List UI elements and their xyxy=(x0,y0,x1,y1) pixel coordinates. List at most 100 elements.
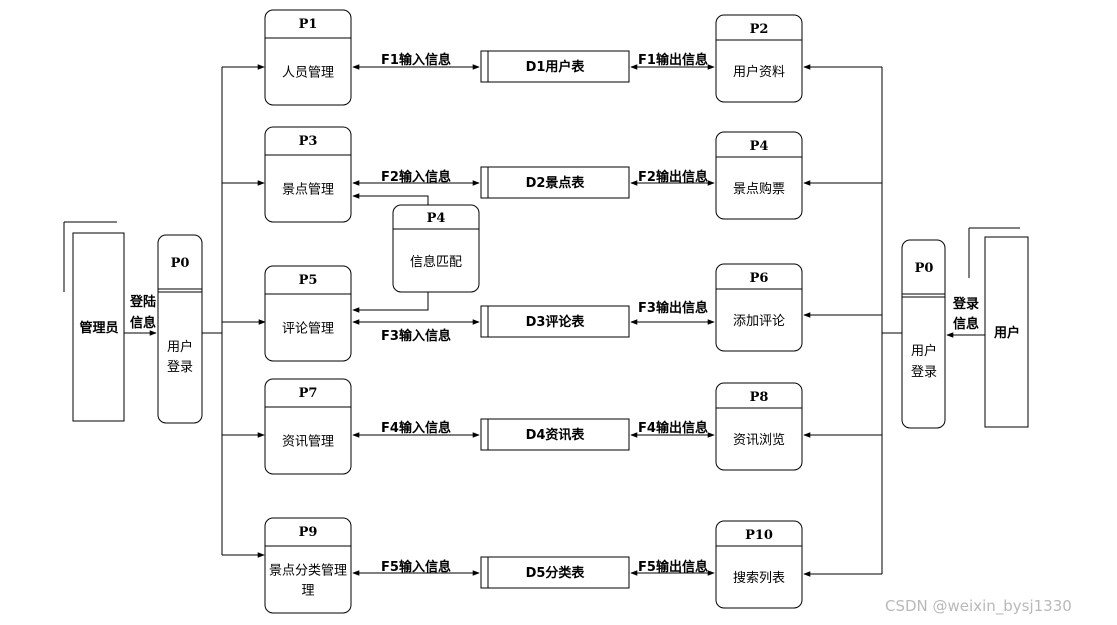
right-process-2: P4 景点购票 xyxy=(715,131,803,220)
user-entity-box xyxy=(984,236,1029,428)
process-rows: P1 人员管理 P2 用户资料 D1用户表 F1输入信息 F1输出信息 P3 景点管理 P4 景点购… xyxy=(264,9,803,614)
admin-entity-label: 管理员 xyxy=(79,320,118,336)
admin-login-flow-2: 信息 xyxy=(130,315,156,331)
right-process-4-id: P8 xyxy=(750,390,769,405)
left-process-2: P3 景点管理 xyxy=(264,126,352,223)
data-store-box xyxy=(480,50,630,83)
data-store-label: D2景点表 xyxy=(526,175,586,191)
left-process-5-name: 理 xyxy=(301,584,314,599)
right-process-5-box xyxy=(715,520,803,609)
left-process-5-name: 景点分类管理 xyxy=(269,564,347,579)
output-flow-label: F4输出信息 xyxy=(638,420,708,436)
data-store-box xyxy=(480,418,630,451)
left-process-4-box xyxy=(264,378,352,475)
right-process-4: P8 资讯浏览 xyxy=(715,382,803,471)
data-store-3: D3评论表 xyxy=(480,305,630,338)
input-flow-label: F2输入信息 xyxy=(381,169,451,185)
p0-admin-name-2: 登录 xyxy=(167,360,193,375)
data-store-1: D1用户表 xyxy=(480,50,630,83)
admin-entity-box xyxy=(72,232,125,422)
output-flow-label: F2输出信息 xyxy=(638,169,708,185)
p0-user-process: P0 用户 登录 xyxy=(901,239,946,429)
match-to-p5 xyxy=(352,292,429,313)
info-match-process: P4 信息匹配 xyxy=(392,204,480,293)
left-process-5-box xyxy=(264,517,352,614)
row-3: P5 评论管理 P6 添加评论 D3评论表 F3输入信息 F3输出信息 xyxy=(264,263,803,362)
match-to-p3 xyxy=(352,193,429,206)
left-process-4-name: 资讯管理 xyxy=(282,435,334,450)
p0-user-id: P0 xyxy=(915,261,934,276)
left-process-2-name: 景点管理 xyxy=(282,183,334,198)
left-process-3: P5 评论管理 xyxy=(264,265,352,362)
data-store-label: D4资讯表 xyxy=(526,427,586,443)
right-process-1: P2 用户资料 xyxy=(715,14,803,103)
right-process-5-id: P10 xyxy=(745,528,773,543)
right-process-3: P6 添加评论 xyxy=(715,263,803,352)
user-entity-label: 用户 xyxy=(993,325,1020,341)
data-store-4: D4资讯表 xyxy=(480,418,630,451)
data-store-box xyxy=(480,305,630,338)
p0-user-box xyxy=(901,239,946,429)
csdn-watermark: CSDN @weixin_bysj1330 xyxy=(885,597,1072,616)
left-process-3-id: P5 xyxy=(299,273,318,288)
p0-user-name-1: 用户 xyxy=(911,343,937,359)
left-process-3-box xyxy=(264,265,352,362)
input-flow-label: F5输入信息 xyxy=(381,559,451,575)
left-process-3-name: 评论管理 xyxy=(282,322,334,337)
right-process-1-box xyxy=(715,14,803,103)
left-process-4-id: P7 xyxy=(299,386,318,401)
p0-admin-process: P0 用户 登录 xyxy=(157,234,203,424)
right-process-1-name: 用户资料 xyxy=(733,64,785,80)
input-flow-label: F3输入信息 xyxy=(381,328,451,344)
user-entity: 用户 xyxy=(968,227,1029,428)
output-flow-label: F3输出信息 xyxy=(638,300,708,316)
right-process-1-id: P2 xyxy=(750,22,769,37)
input-flow-label: F1输入信息 xyxy=(381,52,451,68)
info-match-name: 信息匹配 xyxy=(410,254,462,270)
data-store-label: D1用户表 xyxy=(526,59,586,75)
left-process-5-id: P9 xyxy=(299,525,318,540)
left-process-1-box xyxy=(264,9,352,106)
data-store-2: D2景点表 xyxy=(480,166,630,199)
user-login-flow-2: 信息 xyxy=(953,316,979,332)
data-store-label: D5分类表 xyxy=(526,565,586,581)
admin-entity: 管理员 xyxy=(63,221,125,422)
output-flow-label: F1输出信息 xyxy=(638,52,708,68)
left-process-1-name: 人员管理 xyxy=(282,66,334,81)
p0-admin-id: P0 xyxy=(171,256,190,271)
row-1: P1 人员管理 P2 用户资料 D1用户表 F1输入信息 F1输出信息 xyxy=(264,9,803,106)
info-match-box xyxy=(392,204,480,293)
connector-lines xyxy=(124,64,985,577)
right-process-3-name: 添加评论 xyxy=(733,314,785,329)
data-store-box xyxy=(480,556,630,589)
left-process-4: P7 资讯管理 xyxy=(264,378,352,475)
right-process-2-box xyxy=(715,131,803,220)
row-4: P7 资讯管理 P8 资讯浏览 D4资讯表 F4输入信息 F4输出信息 xyxy=(264,378,803,475)
right-process-5-name: 搜索列表 xyxy=(733,571,785,586)
info-match-id: P4 xyxy=(427,211,446,226)
right-process-3-box xyxy=(715,263,803,352)
right-process-5: P10 搜索列表 xyxy=(715,520,803,609)
right-process-2-name: 景点购票 xyxy=(733,181,785,197)
right-process-2-id: P4 xyxy=(750,139,769,154)
p0-admin-name-1: 用户 xyxy=(167,339,193,355)
p0-user-name-2: 登录 xyxy=(911,365,937,380)
data-store-box xyxy=(480,166,630,199)
right-process-4-box xyxy=(715,382,803,471)
row-2: P3 景点管理 P4 景点购票 D2景点表 F2输入信息 F2输出信息 xyxy=(264,126,803,223)
admin-login-flow-1: 登陆 xyxy=(129,294,156,310)
input-flow-label: F4输入信息 xyxy=(381,420,451,436)
p0-admin-box xyxy=(157,234,203,424)
left-process-2-box xyxy=(264,126,352,223)
data-store-5: D5分类表 xyxy=(480,556,630,589)
left-process-1: P1 人员管理 xyxy=(264,9,352,106)
right-process-4-name: 资讯浏览 xyxy=(733,432,785,448)
left-process-2-id: P3 xyxy=(299,134,318,149)
left-process-1-id: P1 xyxy=(299,17,318,32)
right-process-3-id: P6 xyxy=(750,271,769,286)
output-flow-label: F5输出信息 xyxy=(638,559,708,575)
data-store-label: D3评论表 xyxy=(526,314,586,330)
